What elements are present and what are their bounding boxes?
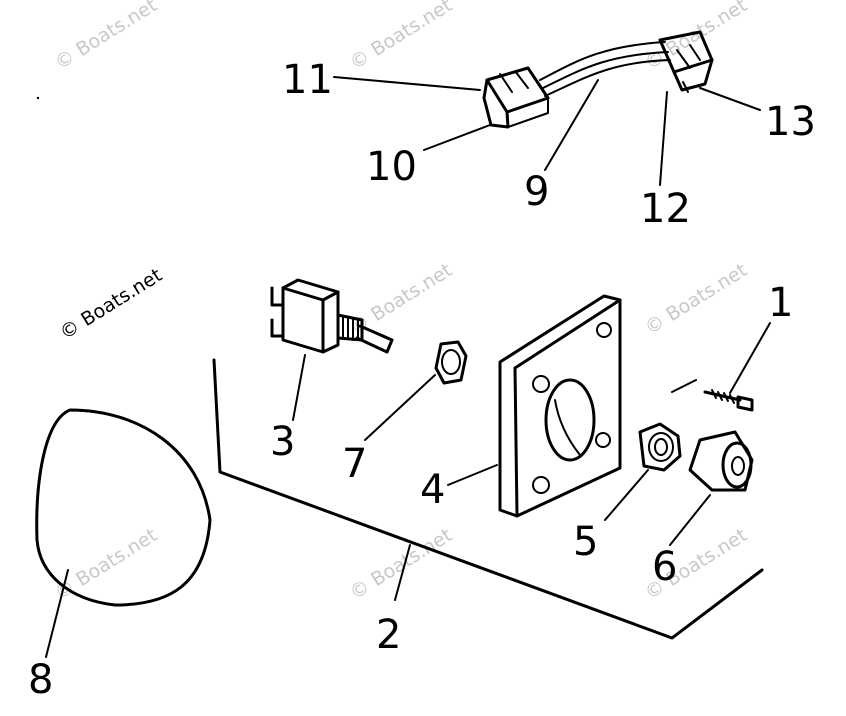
callout-4: 4 [420, 467, 445, 513]
callout-7: 7 [342, 441, 367, 487]
callout-10: 10 [366, 144, 417, 190]
watermarks: © Boats.net © Boats.net © Boats.net © Bo… [51, 0, 751, 604]
callout-13: 13 [765, 99, 816, 145]
watermark: © Boats.net [51, 0, 161, 74]
watermark: © Boats.net [641, 259, 751, 339]
knob-drawing [688, 430, 754, 492]
callout-8: 8 [28, 657, 53, 703]
screw-drawing [703, 389, 754, 412]
wire-harness-drawing [482, 30, 714, 129]
watermark: © Boats.net [51, 524, 161, 604]
callout-3: 3 [270, 419, 295, 465]
panel-drawing [212, 358, 764, 640]
callout-11: 11 [282, 57, 333, 103]
callout-1: 1 [768, 280, 793, 326]
mounting-plate-drawing [498, 294, 622, 518]
watermark: © Boats.net [346, 0, 456, 74]
gasket-drawing [35, 408, 212, 607]
callout-12: 12 [640, 186, 691, 232]
leader-lines [45, 76, 771, 658]
callout-2: 2 [376, 612, 401, 658]
watermark: © Boats.net [641, 0, 751, 74]
callout-5: 5 [573, 519, 598, 565]
hex-nut-5-drawing [638, 422, 682, 472]
hex-nut-7-drawing [434, 340, 468, 385]
callout-6: 6 [652, 544, 677, 590]
callout-9: 9 [524, 169, 549, 215]
callout-labels: 11 10 9 12 13 1 3 7 4 5 6 2 8 [28, 57, 816, 703]
watermark: © Boats.net [346, 524, 456, 604]
toggle-switch-drawing [270, 278, 394, 354]
watermark-dark: © Boats.net [56, 264, 166, 344]
